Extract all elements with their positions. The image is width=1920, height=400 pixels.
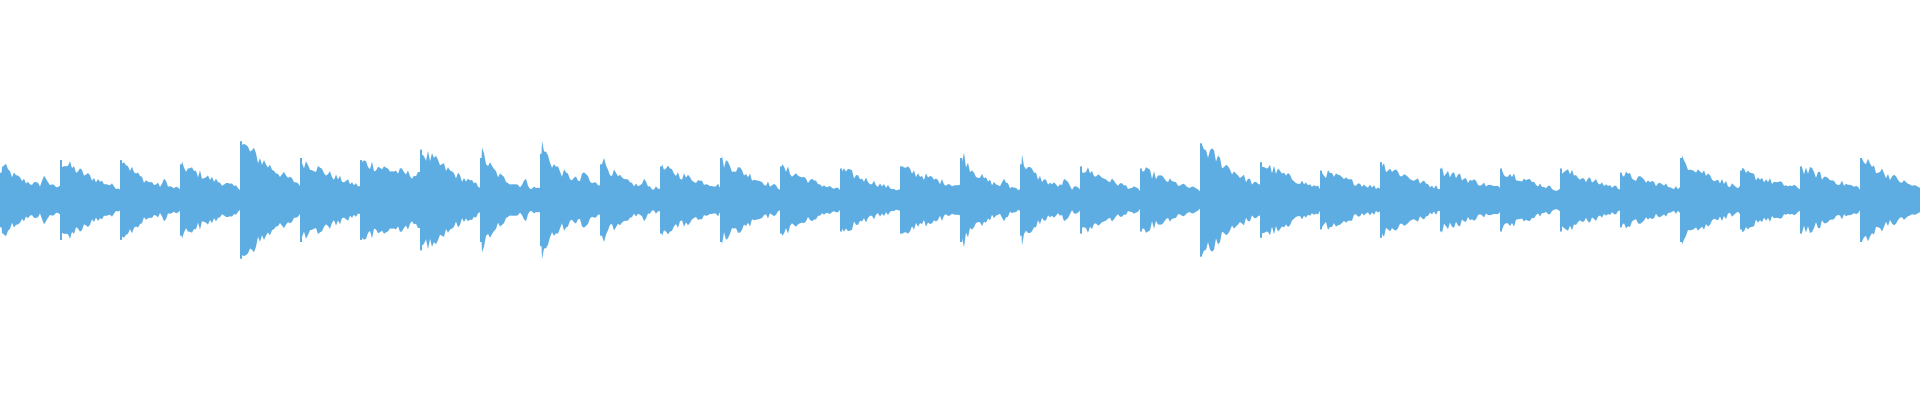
- waveform-segment: [1500, 170, 1560, 230]
- waveform-segment: [1320, 170, 1380, 230]
- waveform-segment: [960, 152, 1020, 248]
- waveform-segment: [840, 168, 900, 232]
- waveform-segment: [540, 140, 600, 260]
- waveform-segment: [660, 163, 720, 237]
- waveform-segment: [780, 164, 840, 236]
- waveform-segment: [900, 166, 960, 234]
- waveform-segment: [60, 161, 120, 239]
- waveform-segment: [480, 147, 540, 253]
- waveform-segment: [1380, 163, 1440, 237]
- waveform-segment: [1860, 158, 1920, 242]
- waveform-segment: [240, 144, 300, 256]
- waveform-segment: [120, 162, 180, 238]
- waveform-segment: [180, 161, 240, 239]
- waveform-segment: [1200, 144, 1260, 256]
- waveform-segment: [1800, 167, 1860, 233]
- waveform-segment: [1740, 168, 1800, 232]
- waveform-segment: [0, 163, 60, 237]
- waveform-segment: [600, 157, 660, 243]
- waveform-segment: [1440, 166, 1500, 234]
- waveform-segment: [1620, 171, 1680, 229]
- waveform-segment: [1560, 169, 1620, 231]
- waveform-segment: [720, 155, 780, 245]
- waveform-segment: [1020, 154, 1080, 246]
- waveform-segment: [1140, 167, 1200, 233]
- waveform-segment: [1680, 155, 1740, 245]
- waveform-segment: [1080, 167, 1140, 233]
- waveform-segment: [1260, 164, 1320, 236]
- waveform-segment: [360, 160, 420, 240]
- waveform-segment: [300, 161, 360, 239]
- waveform-segment: [420, 150, 480, 250]
